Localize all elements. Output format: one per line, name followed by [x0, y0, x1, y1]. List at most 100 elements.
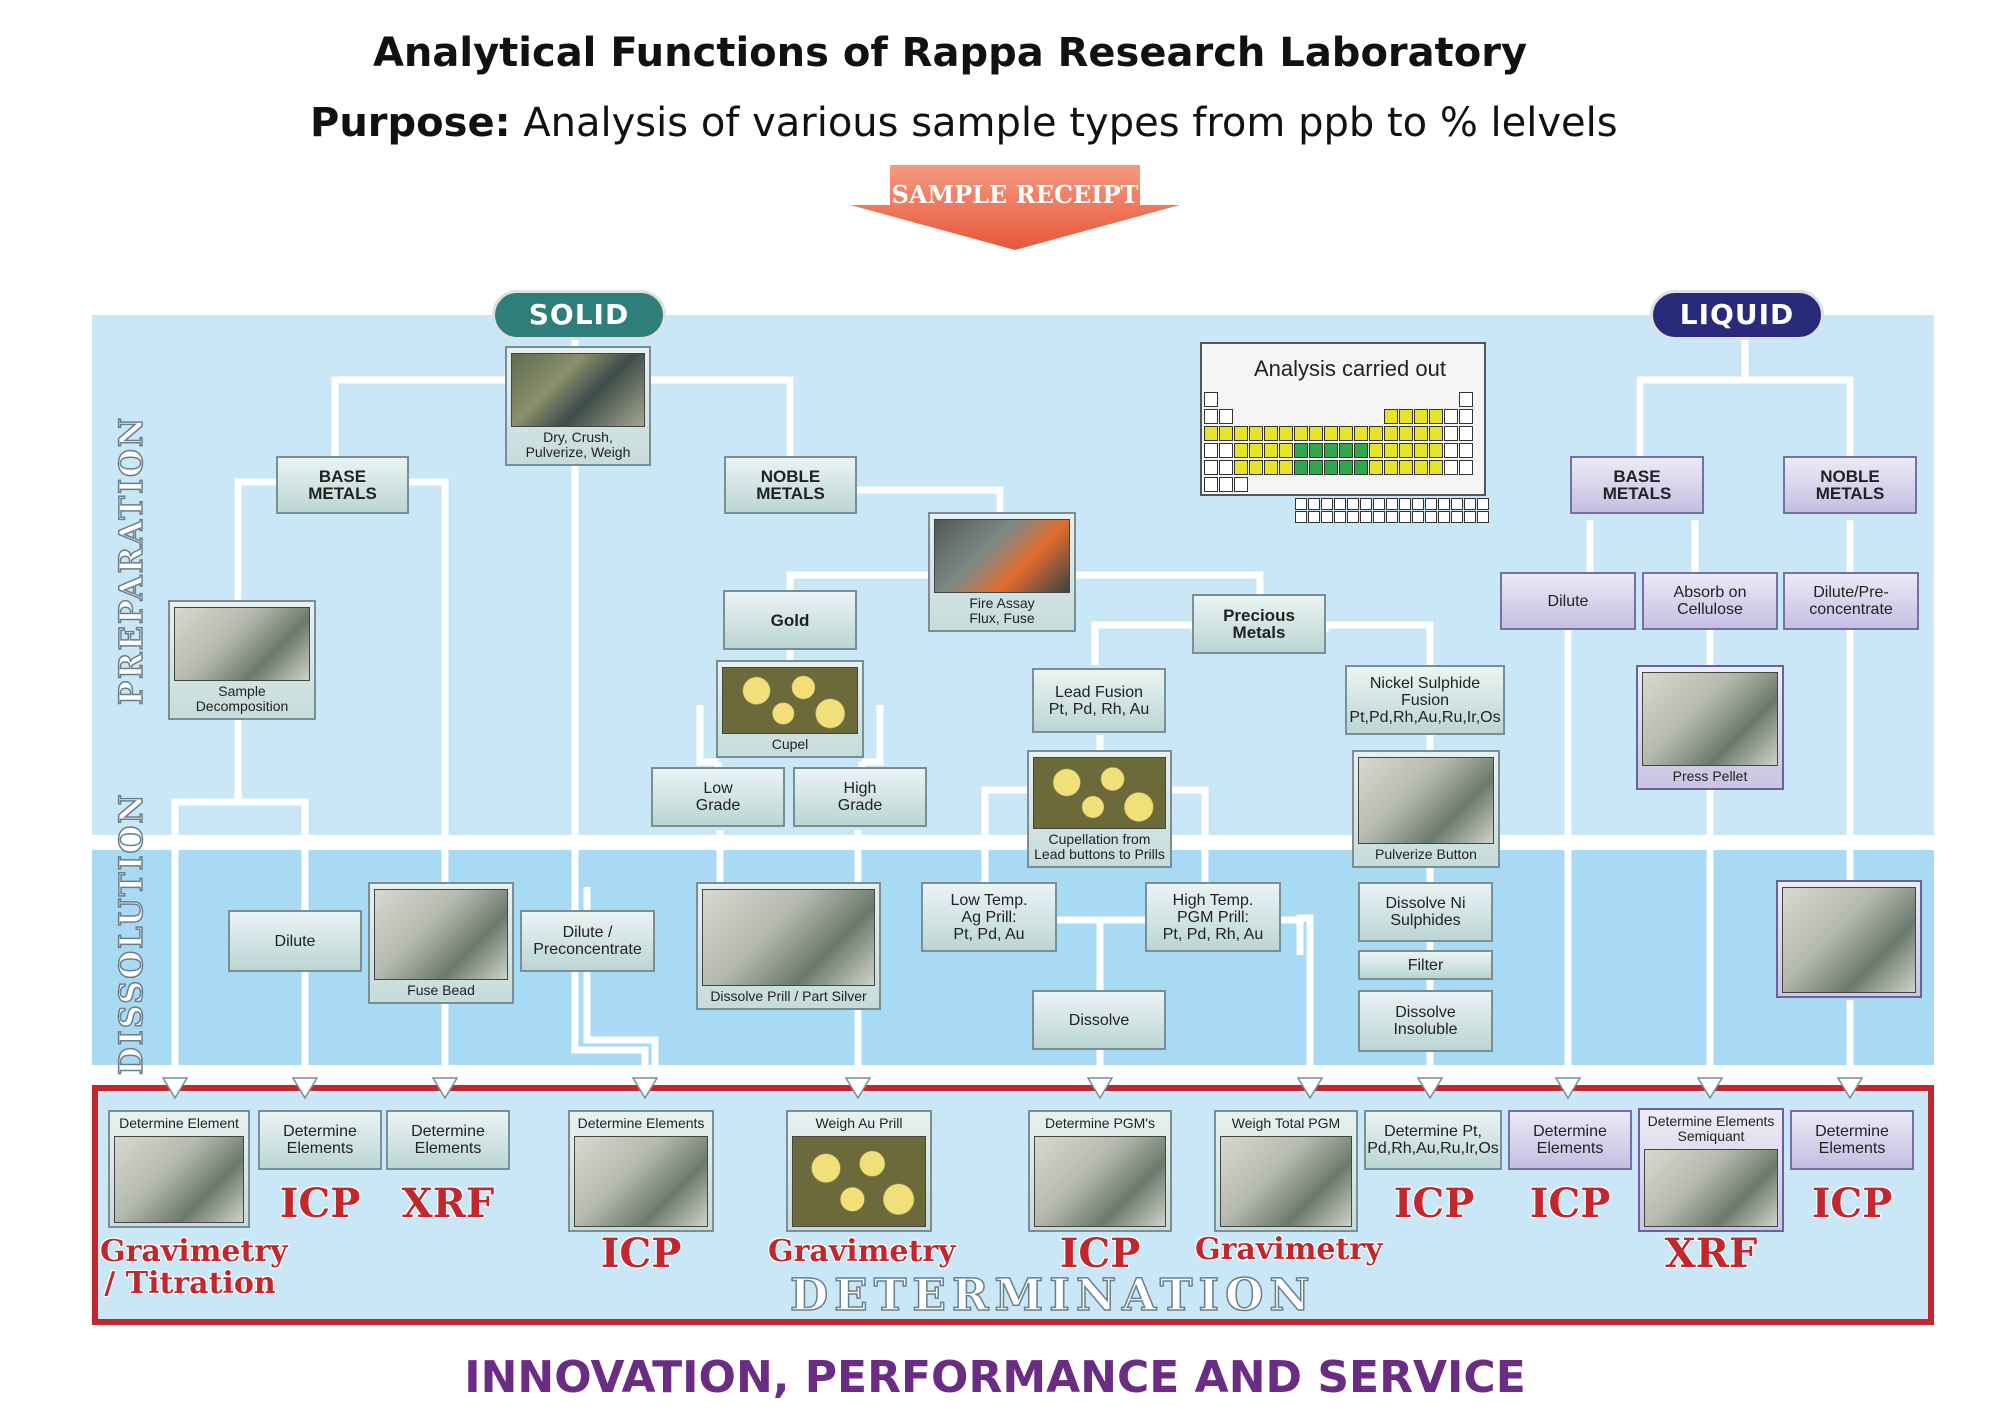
periodic-table-cell	[1204, 426, 1218, 441]
periodic-table-cell	[1339, 443, 1353, 458]
periodic-table-cell	[1451, 498, 1463, 510]
low-grade-box: Low Grade	[651, 767, 785, 827]
periodic-table-cell	[1339, 460, 1353, 475]
determine-elements-icp-2-caption: Determine Elements	[577, 1115, 705, 1131]
press-pellet-box: Press Pellet	[1636, 665, 1784, 790]
periodic-table-cell	[1249, 426, 1263, 441]
periodic-table-cell	[1429, 460, 1443, 475]
periodic-table-cell	[1412, 511, 1424, 523]
periodic-table-cell	[1204, 409, 1218, 424]
determine-pt-box: Determine Pt, Pd,Rh,Au,Ru,Ir,Os	[1364, 1110, 1502, 1170]
sample-decomposition-caption: Sample Decomposition	[195, 683, 289, 714]
determine-elements-icp-2-box: Determine Elements	[568, 1110, 714, 1232]
periodic-table-cell	[1399, 443, 1413, 458]
periodic-table-cell	[1459, 460, 1473, 475]
cupellation-box: Cupellation from Lead buttons to Prills	[1027, 750, 1172, 868]
sample-decomposition-photo	[174, 607, 310, 681]
purpose-text: Analysis of various sample types from pp…	[523, 100, 1618, 146]
periodic-table-cell	[1414, 409, 1428, 424]
footer-slogan: INNOVATION, PERFORMANCE AND SERVICE	[464, 1352, 1526, 1403]
periodic-table-cell	[1234, 443, 1248, 458]
periodic-table-cell	[1279, 443, 1293, 458]
periodic-table-cell	[1308, 498, 1320, 510]
fire-assay-caption: Fire Assay Flux, Fuse	[969, 595, 1035, 626]
icp-label-6: ICP	[1811, 1180, 1893, 1227]
periodic-table-cell	[1425, 498, 1437, 510]
weigh-au-photo	[792, 1136, 926, 1227]
gold-box: Gold	[723, 590, 857, 650]
periodic-table-cell	[1438, 498, 1450, 510]
determine-element-box: Determine Element	[108, 1110, 250, 1228]
precious-metals-box: Precious Metals	[1192, 594, 1326, 654]
periodic-table-cell	[1477, 511, 1489, 523]
determine-pgms-caption: Determine PGM's	[1044, 1115, 1156, 1131]
periodic-table-cell	[1444, 409, 1458, 424]
periodic-table-cell	[1464, 511, 1476, 523]
solid-noble-metals-box: NOBLE METALS	[724, 456, 857, 514]
filter-box: Filter	[1358, 950, 1493, 980]
periodic-table-cell	[1384, 443, 1398, 458]
periodic-table-cell	[1295, 511, 1307, 523]
periodic-table-cell	[1369, 460, 1383, 475]
icp-label-4: ICP	[1393, 1180, 1475, 1227]
icp-label-3: ICP	[1059, 1230, 1141, 1277]
sample-decomposition-box: Sample Decomposition	[168, 600, 316, 720]
periodic-table-cell	[1204, 477, 1218, 492]
periodic-table-cell	[1444, 460, 1458, 475]
periodic-table-cell	[1459, 392, 1473, 407]
periodic-table-cell	[1429, 443, 1443, 458]
periodic-table-cell	[1219, 426, 1233, 441]
pulverize-button-photo	[1358, 757, 1494, 844]
periodic-table-cell	[1399, 409, 1413, 424]
xrf-label-1: XRF	[401, 1180, 495, 1227]
periodic-table-cell	[1249, 460, 1263, 475]
periodic-table-cell	[1369, 443, 1383, 458]
periodic-table-cell	[1294, 426, 1308, 441]
fire-assay-box: Fire Assay Flux, Fuse	[928, 512, 1076, 632]
periodic-table-cell	[1354, 460, 1368, 475]
periodic-table-cell	[1414, 443, 1428, 458]
xrf-operator-photo	[1644, 1149, 1778, 1227]
sample-receipt-arrow	[850, 165, 1180, 250]
periodic-table-title: Analysis carried out	[1254, 356, 1446, 381]
crusher-photo	[511, 353, 645, 427]
periodic-table-cell	[1384, 460, 1398, 475]
periodic-table-cell	[1321, 511, 1333, 523]
dissolve-box: Dissolve	[1032, 990, 1166, 1050]
weigh-total-pgm-box: Weigh Total PGM	[1214, 1110, 1358, 1232]
periodic-table-cell	[1219, 460, 1233, 475]
liquid-noble-metals-box: NOBLE METALS	[1783, 456, 1917, 514]
periodic-table-cell	[1399, 426, 1413, 441]
fuse-bead-caption: Fuse Bead	[407, 982, 475, 998]
cupel-box: Cupel	[716, 660, 864, 758]
fire-assay-photo	[934, 519, 1070, 593]
periodic-table-cell	[1294, 460, 1308, 475]
fuse-bead-photo	[374, 889, 508, 980]
icp-label-2: ICP	[600, 1230, 682, 1277]
icp-label-5: ICP	[1529, 1180, 1611, 1227]
sample-receipt-label: SAMPLE RECEIPT	[891, 180, 1139, 209]
determine-elements-liquid-icp-box: Determine Elements	[1508, 1110, 1632, 1170]
periodic-table-cell	[1204, 392, 1218, 407]
periodic-table-cell	[1321, 498, 1333, 510]
periodic-table-cell	[1279, 426, 1293, 441]
weigh-au-prill-caption: Weigh Au Prill	[815, 1115, 903, 1131]
periodic-table-cell	[1308, 511, 1320, 523]
press-pellet-photo	[1642, 672, 1778, 766]
periodic-table-cell	[1354, 426, 1368, 441]
periodic-table-cell	[1412, 498, 1424, 510]
periodic-table-cell	[1360, 511, 1372, 523]
solid-base-metals-box: BASE METALS	[276, 456, 409, 514]
press-pellet-caption: Press Pellet	[1672, 768, 1748, 784]
periodic-table-cell	[1373, 511, 1385, 523]
determine-elements-xrf-1-box: Determine Elements	[386, 1110, 510, 1170]
liquid-noble-lab-photo	[1782, 887, 1916, 993]
dissolve-prill-photo	[702, 889, 875, 986]
periodic-table-cell	[1309, 443, 1323, 458]
periodic-table-cell	[1234, 426, 1248, 441]
cupellation-photo	[1033, 757, 1166, 829]
periodic-table-cell	[1324, 426, 1338, 441]
liquid-branch-pill: LIQUID	[1650, 290, 1824, 340]
determination-stage-label: DETERMINATION	[789, 1269, 1316, 1322]
